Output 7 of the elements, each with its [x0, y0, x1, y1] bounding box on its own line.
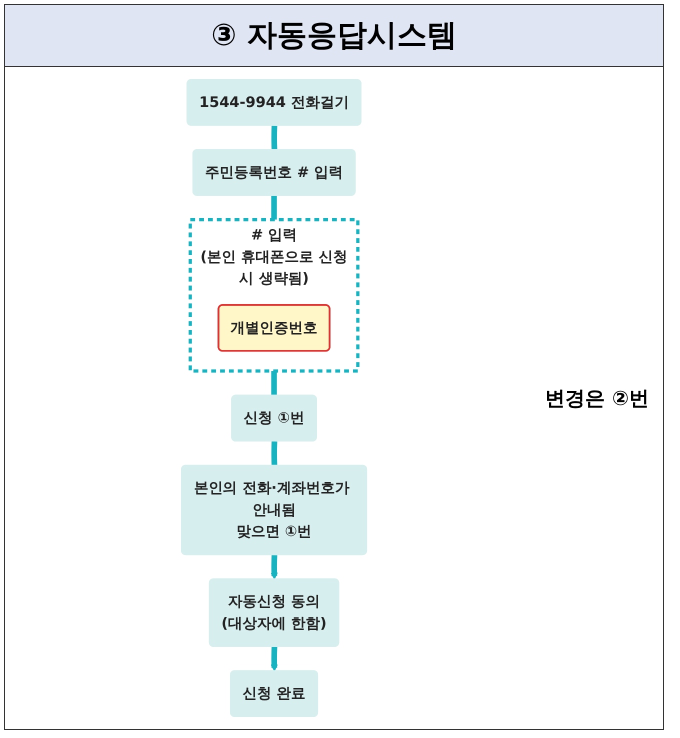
connector	[271, 440, 278, 466]
arrow	[270, 646, 278, 672]
arrow	[270, 554, 278, 580]
connector	[271, 194, 277, 220]
header-title: ③ 자동응답시스템	[5, 5, 663, 67]
connector	[271, 124, 278, 151]
note-text: 변경은 ②번	[545, 384, 649, 412]
